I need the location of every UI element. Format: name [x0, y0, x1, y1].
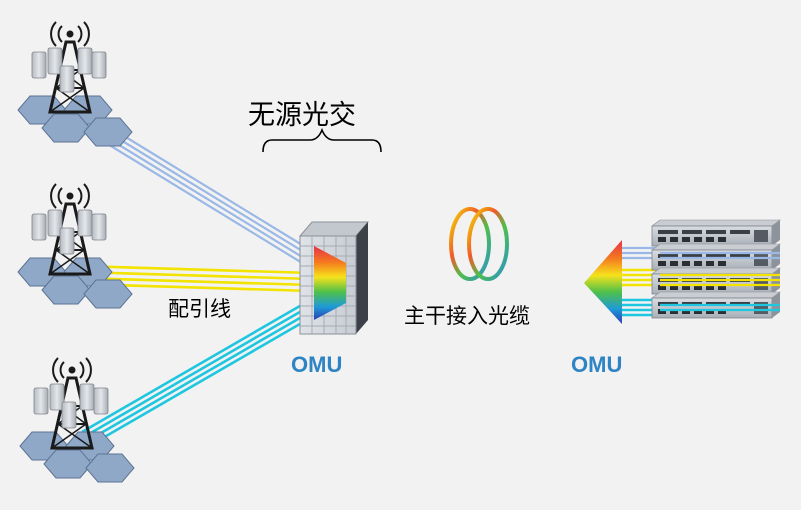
- distribution-fiber-bundle-middle: [79, 264, 313, 293]
- omu-right-label: OMU: [571, 352, 622, 377]
- distribution-fiber-bundle-bottom: [81, 297, 313, 452]
- omu-left-label: OMU: [291, 352, 342, 377]
- omu-cabinet-icon: [298, 221, 370, 335]
- base-station-icon: [16, 182, 134, 310]
- base-station-icon: [18, 356, 136, 484]
- right-mux-prism: [584, 240, 622, 324]
- brace: [262, 127, 382, 153]
- left-mux-prism: [314, 246, 346, 320]
- distribution-fiber-label: 配引线: [168, 297, 231, 321]
- trunk-cable-label: 主干接入光缆: [404, 304, 530, 328]
- server-rack-icon: [651, 219, 781, 319]
- server-fiber-overlay: [660, 251, 780, 312]
- base-station-icon: [16, 20, 134, 148]
- passive-wdm-label: 无源光交: [248, 100, 356, 131]
- fiber-coil-icon: [449, 207, 509, 281]
